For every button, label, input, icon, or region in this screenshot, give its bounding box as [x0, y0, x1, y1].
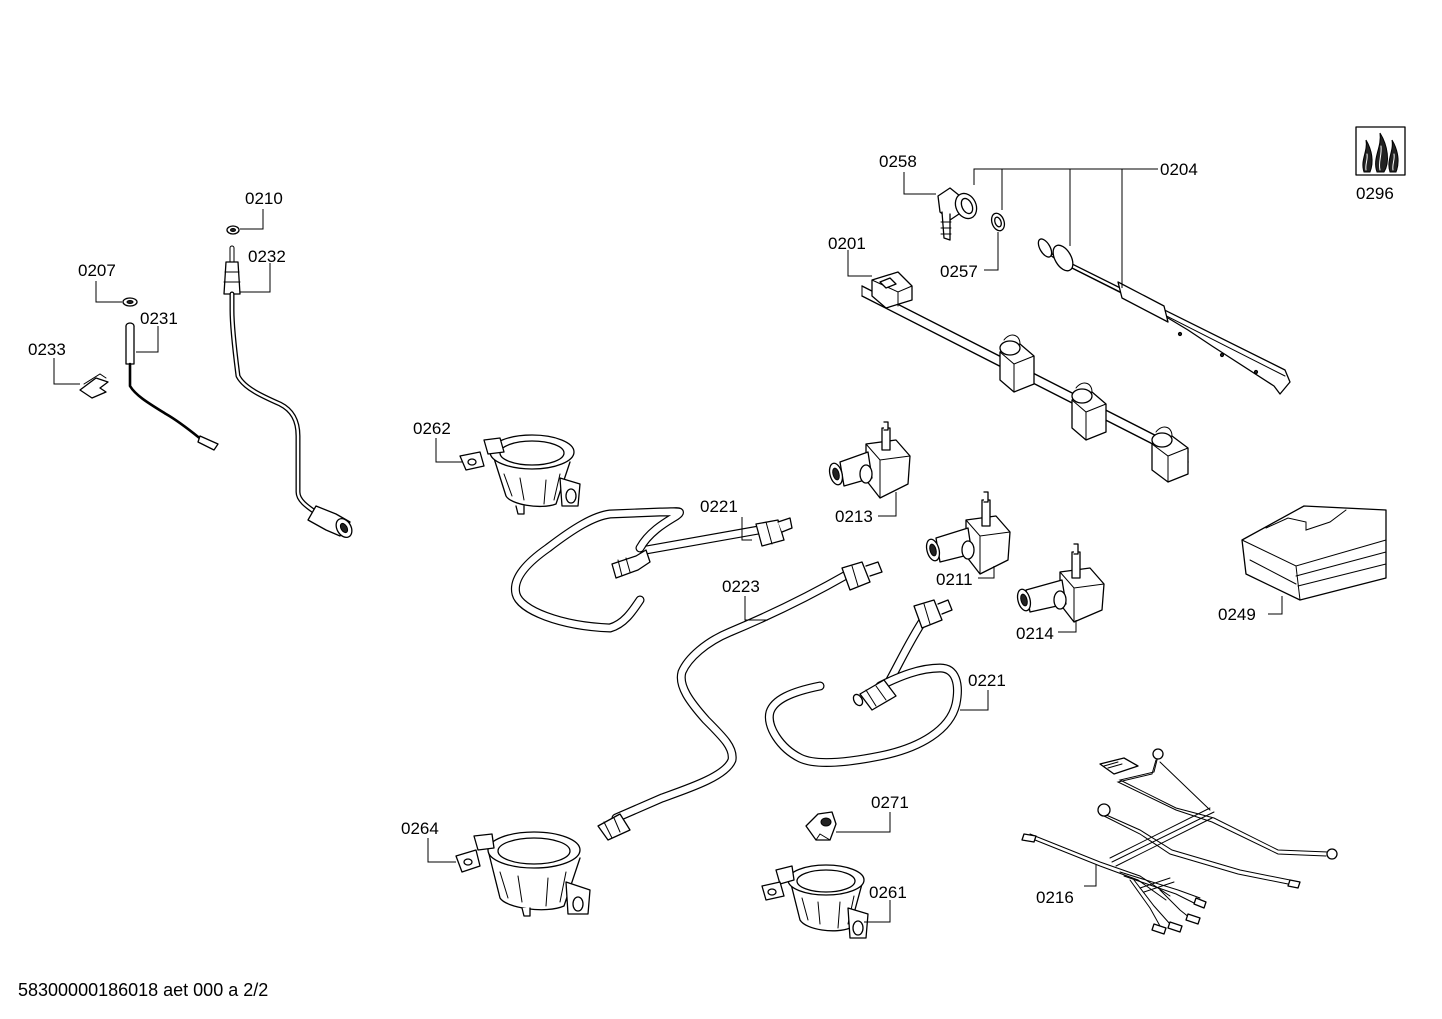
label-0207[interactable]: 0207 [78, 261, 116, 280]
label-0216[interactable]: 0216 [1036, 888, 1074, 907]
label-0223[interactable]: 0223 [722, 577, 760, 596]
flame-icon [1362, 132, 1399, 173]
label-0231[interactable]: 0231 [140, 309, 178, 328]
label-0258[interactable]: 0258 [879, 152, 917, 171]
leader-0257 [984, 232, 999, 271]
part-0221-tube-upper [510, 507, 793, 633]
part-0257-seal-ring [990, 212, 1006, 232]
part-0221-tube-lower [764, 599, 962, 767]
leader-0258 [903, 172, 936, 195]
document-footer-code: 58300000186018 aet 000 a 2/2 [18, 980, 269, 1000]
label-0213[interactable]: 0213 [835, 507, 873, 526]
leader-0249 [1268, 596, 1283, 615]
label-0257[interactable]: 0257 [940, 262, 978, 281]
part-0207-washer [122, 297, 138, 307]
part-0201-ignition-switch-bar [861, 271, 1189, 483]
leader-0201 [847, 250, 872, 277]
label-0232[interactable]: 0232 [248, 247, 286, 266]
label-0249[interactable]: 0249 [1218, 605, 1256, 624]
part-0264-burner-cup [455, 831, 591, 917]
part-0214-gas-valve [1016, 543, 1105, 623]
label-0261[interactable]: 0261 [869, 883, 907, 902]
leader-0271 [836, 812, 891, 833]
leader-0231 [136, 326, 159, 353]
part-0262-burner-cup [459, 434, 581, 515]
leader-0223 [744, 596, 768, 621]
part-0271-plate [805, 811, 837, 841]
leader-0221b [960, 690, 989, 711]
leader-0204 [973, 168, 1158, 288]
part-0232-thermocouple [223, 245, 353, 538]
leader-0216 [1084, 864, 1097, 887]
part-0233-clip [79, 373, 109, 399]
part-0231-ignition-electrode [125, 322, 219, 451]
leader-0213 [878, 492, 897, 517]
part-0204-gas-rail [1037, 238, 1291, 395]
part-0210-washer [226, 225, 240, 235]
label-0271[interactable]: 0271 [871, 793, 909, 812]
leader-0221a [741, 517, 752, 541]
leader-0233 [53, 358, 80, 385]
switch-module-1 [999, 334, 1035, 393]
leader-0214 [1058, 620, 1077, 633]
leader-0211 [978, 566, 995, 579]
leader-0261 [864, 900, 891, 923]
label-0233[interactable]: 0233 [28, 340, 66, 359]
label-0221a[interactable]: 0221 [700, 497, 738, 516]
leader-0232 [240, 263, 271, 293]
label-0210[interactable]: 0210 [245, 189, 283, 208]
leader-0207 [95, 281, 122, 303]
label-0262[interactable]: 0262 [413, 419, 451, 438]
part-0261-burner-cup [761, 864, 869, 939]
label-0204[interactable]: 0204 [1160, 160, 1198, 179]
part-0296-gas-symbol [1355, 126, 1406, 176]
switch-module-2 [1071, 382, 1107, 441]
switch-module-3 [1151, 426, 1189, 483]
part-0258-elbow-connector [937, 187, 978, 241]
part-0216-wiring-harness [1021, 748, 1338, 935]
part-0213-gas-valve [828, 421, 911, 499]
label-0264[interactable]: 0264 [401, 819, 439, 838]
label-0221b[interactable]: 0221 [968, 671, 1006, 690]
part-0249-control-box [1241, 505, 1387, 601]
label-0214[interactable]: 0214 [1016, 624, 1054, 643]
label-0211[interactable]: 0211 [936, 570, 973, 589]
label-0201[interactable]: 0201 [828, 234, 866, 253]
part-0211-gas-valve [925, 491, 1011, 575]
label-0296[interactable]: 0296 [1356, 184, 1394, 203]
leader-0264 [427, 838, 456, 863]
leader-0262 [435, 438, 462, 463]
leader-0210 [240, 209, 264, 230]
part-0223-long-tube [597, 561, 883, 841]
